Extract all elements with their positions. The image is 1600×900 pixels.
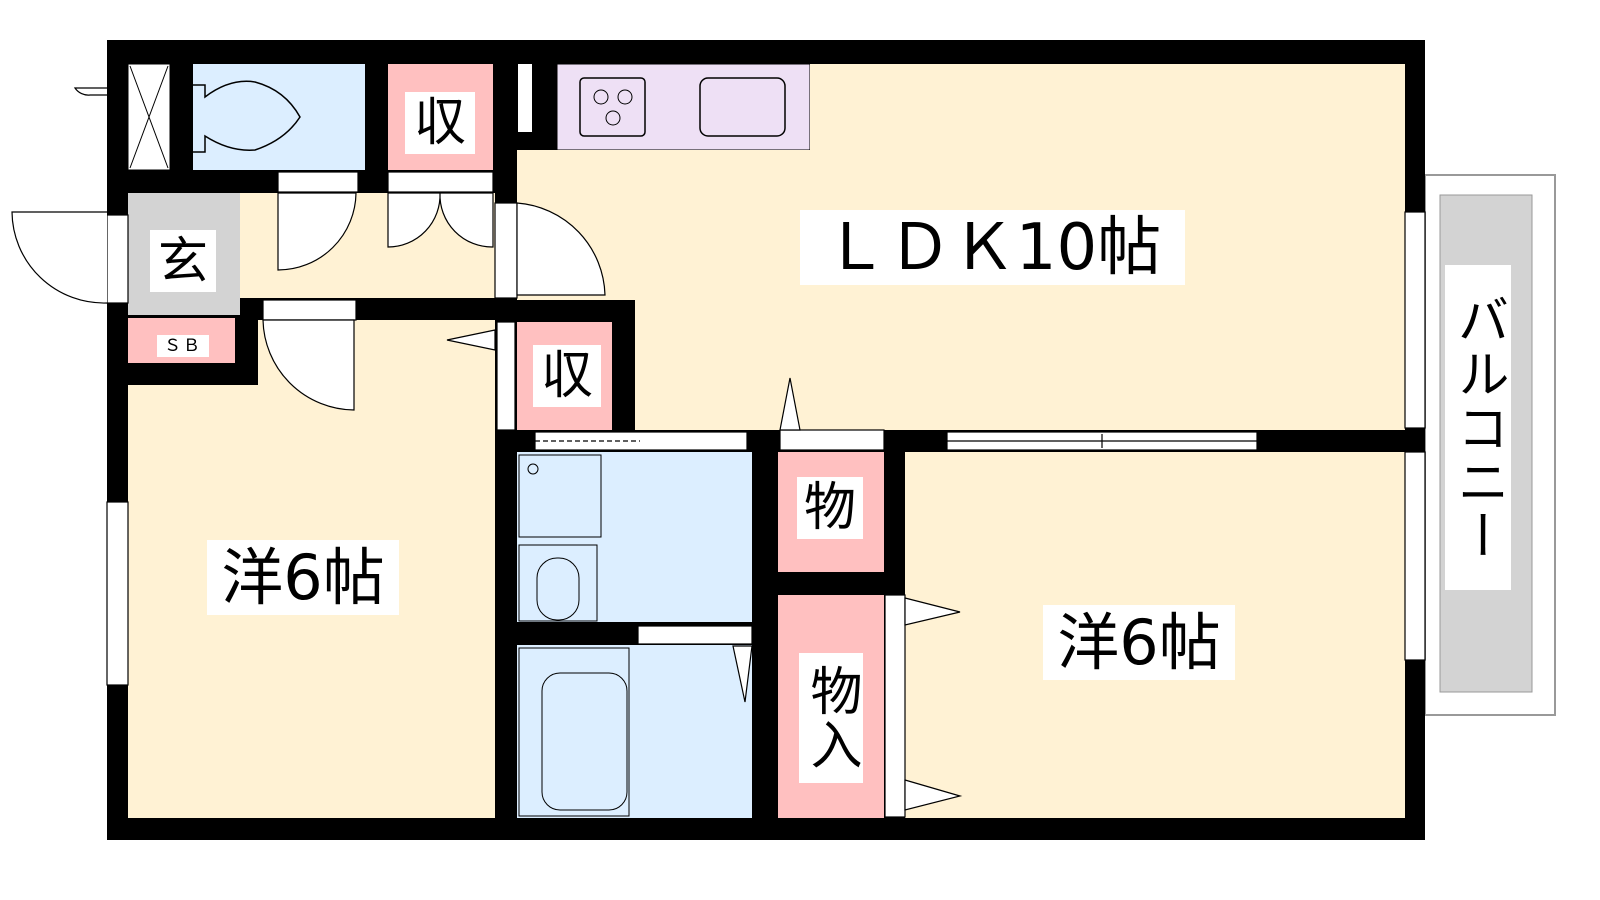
- closet-small-door[interactable]: [779, 429, 885, 451]
- bathtub: [518, 647, 630, 817]
- ldk-door-frame: [494, 202, 518, 299]
- fridge-slot: [518, 64, 532, 132]
- burner-icon: [593, 89, 609, 105]
- room-label-storage-mid: 収: [533, 345, 601, 407]
- vent-door: [73, 87, 107, 96]
- toilet-room: [193, 64, 365, 170]
- western-left-door[interactable]: [262, 319, 355, 411]
- stove: [579, 77, 646, 137]
- drain-icon: [527, 463, 539, 475]
- bathtub-inner: [541, 672, 628, 811]
- entry-door-frame: [106, 214, 129, 304]
- toilet-door[interactable]: [277, 192, 357, 271]
- room-label-storage-top: 収: [405, 92, 475, 154]
- toilet-door-frame: [277, 171, 359, 193]
- window-left: [106, 501, 129, 686]
- room-label-entrance: 玄: [150, 230, 216, 292]
- ldk-door[interactable]: [516, 202, 606, 296]
- basin-icon: [536, 557, 580, 621]
- room-label-balcony: バルコニー: [1445, 265, 1511, 590]
- storage-mid-door[interactable]: [446, 329, 496, 351]
- kitchen-counter: [556, 63, 811, 151]
- bathroom: [517, 645, 752, 818]
- room-label-western-right: 洋6帖: [1043, 605, 1235, 680]
- room-label-ldk: ＬＤＫ10帖: [800, 210, 1185, 285]
- window-right[interactable]: [1404, 451, 1426, 661]
- room-label-closet: 物入: [799, 653, 863, 783]
- storage-top-door-frame: [387, 171, 494, 193]
- vanity: [518, 544, 598, 622]
- western-left-door-frame: [262, 299, 357, 321]
- washroom-door[interactable]: [534, 431, 748, 451]
- closet-door-frame: [884, 594, 906, 818]
- sink: [699, 77, 786, 137]
- window-unit-cross: [129, 65, 169, 169]
- burner-icon: [617, 89, 633, 105]
- bath-door[interactable]: [637, 625, 753, 645]
- room-label-western-left: 洋6帖: [207, 540, 399, 615]
- bath-door-swing: [732, 645, 753, 703]
- toilet-icon: [193, 80, 301, 153]
- sliding-door-divider: [947, 434, 1257, 448]
- storage-mid-door-frame: [496, 321, 516, 431]
- room-label-closet-small: 物: [797, 477, 863, 539]
- room-label-shoe-box: ＳＢ: [157, 335, 209, 357]
- window-ldk[interactable]: [1404, 211, 1426, 429]
- burner-icon: [605, 110, 621, 126]
- washer-space: [518, 454, 602, 538]
- closet-door[interactable]: [904, 597, 963, 811]
- closet-small-door-swing: [779, 377, 801, 431]
- entry-door[interactable]: [11, 211, 108, 304]
- storage-top-door[interactable]: [387, 192, 494, 248]
